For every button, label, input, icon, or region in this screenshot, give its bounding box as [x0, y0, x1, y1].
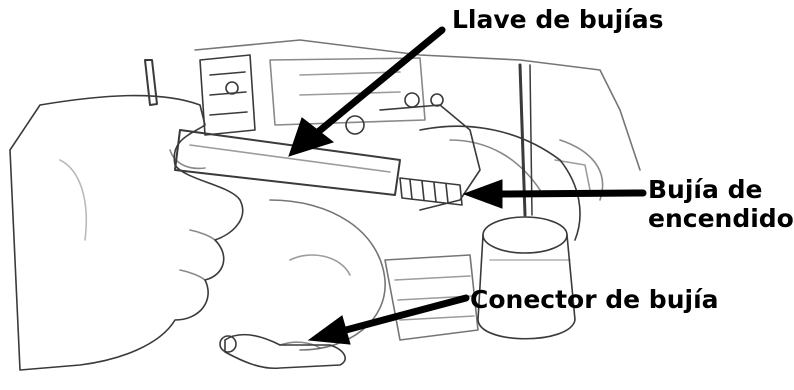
- label-spark-plug-connector: Conector de bujía: [470, 285, 719, 314]
- connector-arrow-head: [307, 315, 351, 345]
- label-spark-plug: Bujía de encendido: [648, 175, 794, 234]
- label-spark-plug-line2: encendido: [648, 203, 794, 233]
- wrench-arrow-line: [314, 26, 446, 136]
- label-spark-plug-line1: Bujía de: [648, 175, 763, 204]
- wrench-arrow-head: [288, 117, 335, 157]
- connector-arrow-line: [342, 294, 470, 334]
- spark-plug-arrow-head: [462, 179, 503, 209]
- label-spark-plug-wrench: Llave de bujías: [452, 5, 664, 34]
- callout-arrows: [288, 26, 647, 345]
- spark-plug-arrow-line: [498, 189, 647, 198]
